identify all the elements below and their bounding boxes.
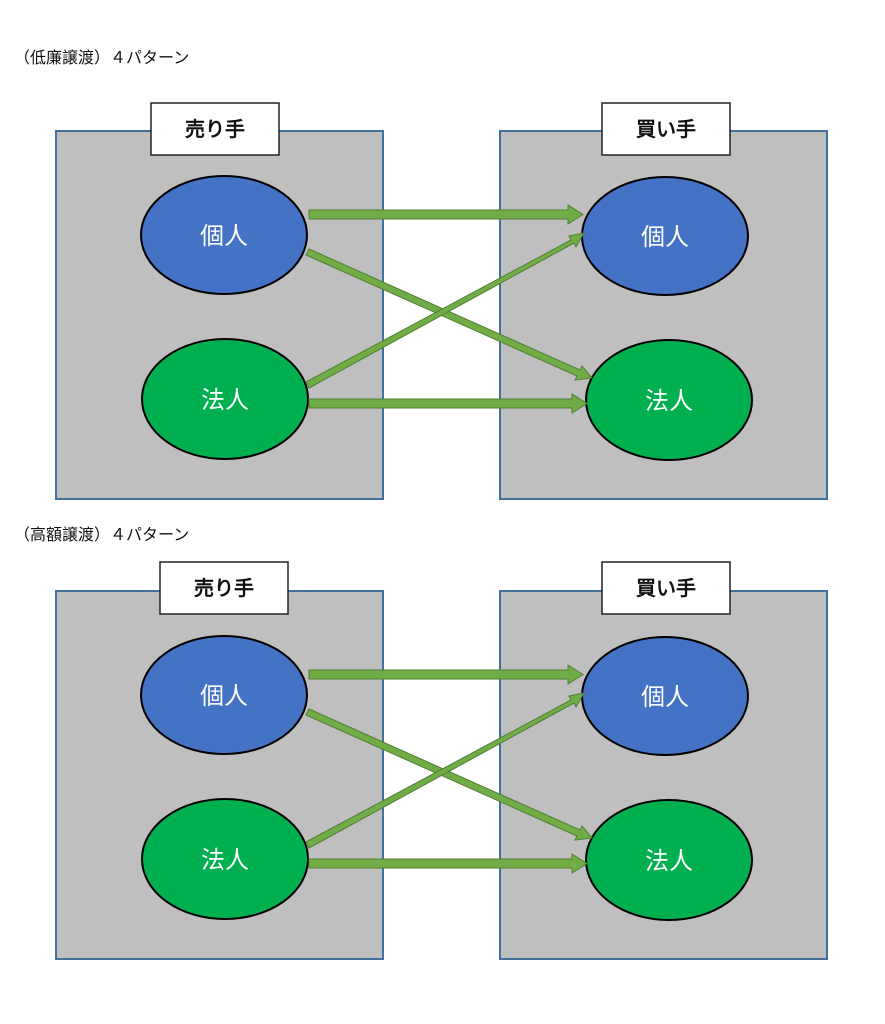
transfer-diagram-high-price: 売り手 買い手 個人 法人 個人 法人: [55, 561, 828, 960]
seller-individual-node: [140, 635, 308, 755]
buyer-individual-label: 個人: [641, 223, 689, 251]
seller-label-box: [150, 102, 280, 156]
buyer-corporation-node: [585, 339, 753, 461]
section-caption-low-price: （低廉譲渡）４パターン: [14, 48, 190, 67]
seller-label: 売り手: [185, 117, 245, 141]
seller-corporation-label: 法人: [201, 846, 249, 874]
buyer-label-box: [601, 102, 731, 156]
seller-label: 売り手: [194, 576, 254, 600]
seller-individual-label: 個人: [200, 222, 248, 250]
buyer-label: 買い手: [636, 117, 696, 141]
buyer-label-box: [601, 561, 731, 615]
arrow-corporation-to-corporation: [308, 393, 588, 414]
arrow-corporation-to-individual: [305, 692, 585, 849]
arrow-corporation-to-individual: [305, 232, 585, 389]
seller-individual-label: 個人: [200, 682, 248, 710]
seller-corporation-node: [141, 338, 309, 460]
arrow-corporation-to-corporation: [308, 853, 588, 874]
seller-label-box: [159, 561, 289, 615]
buyer-label: 買い手: [636, 576, 696, 600]
transfer-diagram-low-price: 売り手 買い手 個人 法人 個人 法人: [55, 102, 828, 500]
section-caption-high-price: （高額譲渡）４パターン: [14, 525, 190, 544]
buyer-corporation-label: 法人: [645, 387, 693, 415]
seller-individual-node: [140, 175, 308, 295]
arrow-individual-to-corporation: [305, 248, 593, 381]
buyer-corporation-label: 法人: [645, 847, 693, 875]
buyer-corporation-node: [585, 799, 753, 921]
seller-corporation-label: 法人: [201, 386, 249, 414]
arrow-individual-to-corporation: [305, 708, 593, 841]
arrow-individual-to-individual: [308, 664, 584, 685]
seller-corporation-node: [141, 798, 309, 920]
buyer-individual-label: 個人: [641, 683, 689, 711]
arrow-individual-to-individual: [308, 204, 584, 225]
